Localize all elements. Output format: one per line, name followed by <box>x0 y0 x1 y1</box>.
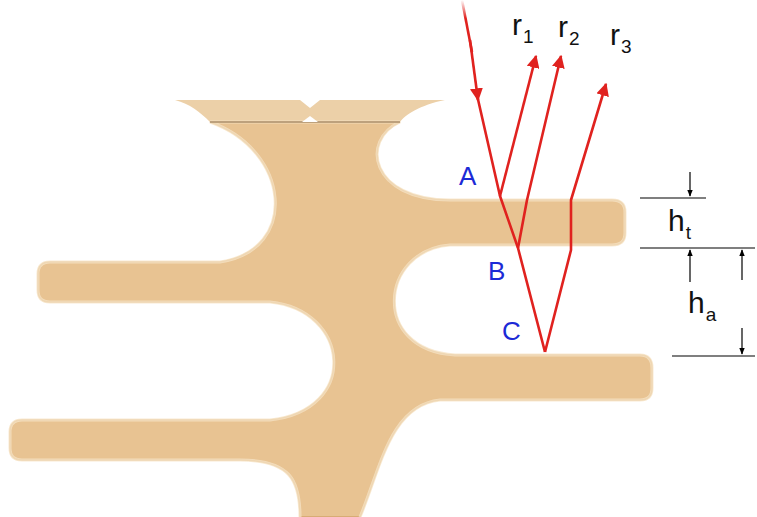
ray-subscript: 2 <box>569 29 580 48</box>
ray-subscript: 3 <box>621 37 632 56</box>
point-label: A <box>459 163 476 189</box>
dimension-subscript: t <box>686 223 691 242</box>
dimension-label: h <box>668 206 685 236</box>
ray-label: r <box>610 20 620 50</box>
point-label: B <box>488 258 505 284</box>
ray-label: r <box>558 12 568 42</box>
point-label: C <box>502 318 521 344</box>
dimension-marks <box>640 172 755 356</box>
ray-subscript: 1 <box>523 27 534 46</box>
dimension-subscript: a <box>706 305 717 324</box>
light-rays <box>462 0 606 352</box>
dimension-label: h <box>688 288 705 318</box>
ray-label: r <box>512 10 522 40</box>
